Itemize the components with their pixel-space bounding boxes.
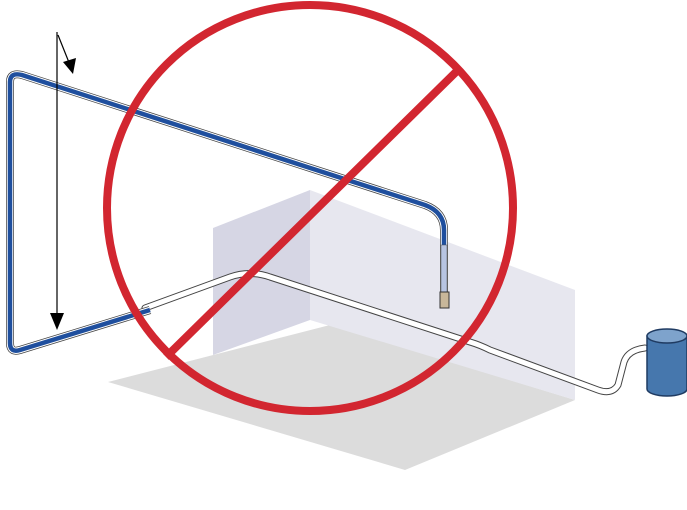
- tube-lower-section: [440, 244, 448, 296]
- cylinder-container-icon: [646, 328, 687, 397]
- height-arrow: [50, 32, 64, 330]
- sensor-end: [439, 291, 450, 309]
- filled-tube: [6, 70, 450, 355]
- empty-tube: [141, 270, 649, 396]
- prohibition-sign-icon: [103, 1, 517, 415]
- floor-plane: [108, 325, 575, 470]
- diagonal-arrow: [57, 34, 76, 74]
- arrow-head-icon: [63, 58, 76, 74]
- arrow-head-down-icon: [50, 313, 64, 330]
